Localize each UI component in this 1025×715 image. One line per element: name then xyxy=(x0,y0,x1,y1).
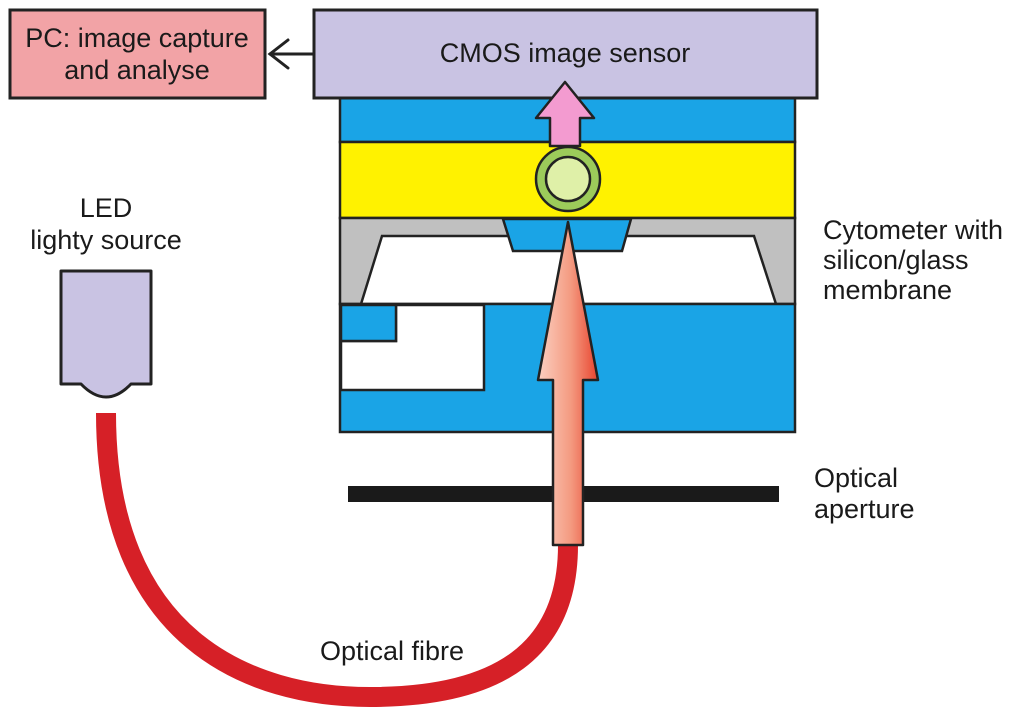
emission-arrow xyxy=(534,80,596,148)
inlet-blue-pad xyxy=(339,303,398,343)
light-beam-arrow xyxy=(536,220,600,547)
optical-fibre xyxy=(96,412,578,708)
cytometer-label-line2: silicon/glass xyxy=(823,245,969,275)
aperture-label-line2: aperture xyxy=(814,494,915,524)
pc-label-line1: PC: image capture xyxy=(25,23,249,53)
pc-label-line2: and analyse xyxy=(64,55,210,85)
cytometer-label-line1: Cytometer with xyxy=(823,215,1003,245)
cell xyxy=(534,145,602,213)
led-label-line1: LED xyxy=(80,193,133,223)
led-source xyxy=(59,269,153,399)
sensor-to-pc-arrow xyxy=(267,38,316,70)
optical-aperture xyxy=(348,486,779,502)
cytometer-label-line3: membrane xyxy=(823,275,952,305)
pc-box xyxy=(8,8,267,100)
cmos-sensor-label: CMOS image sensor xyxy=(440,38,691,68)
fibre-label: Optical fibre xyxy=(320,636,464,666)
aperture-label-line1: Optical xyxy=(814,463,898,493)
led-label-line2: lighty source xyxy=(30,225,182,255)
